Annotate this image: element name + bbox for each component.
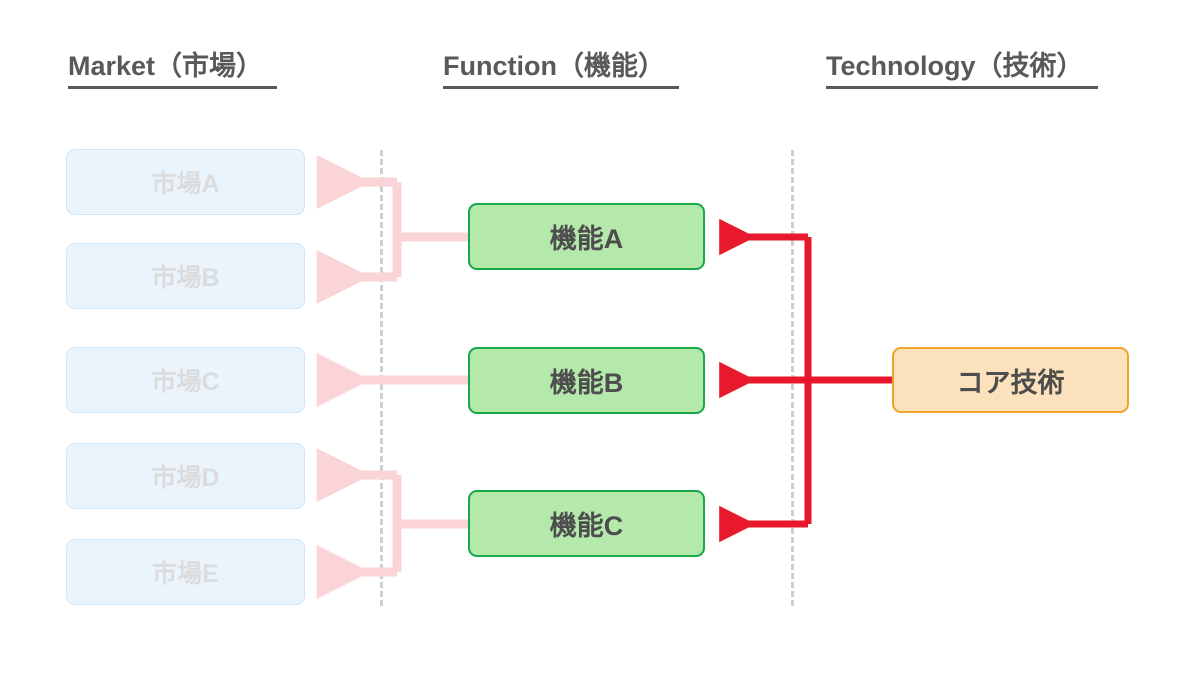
column-heading-function: Function（機能） <box>443 52 679 90</box>
function-node-b[interactable]: 機能B <box>468 347 705 414</box>
market-node-b[interactable]: 市場B <box>66 243 305 309</box>
link-functionA-to-markets <box>316 155 468 304</box>
function-node-c[interactable]: 機能C <box>468 490 705 557</box>
column-heading-market: Market（市場） <box>68 52 278 90</box>
market-node-a[interactable]: 市場A <box>66 149 305 215</box>
market-node-d[interactable]: 市場D <box>66 443 305 509</box>
link-technology-to-functions <box>719 218 892 543</box>
market-node-c[interactable]: 市場C <box>66 347 305 413</box>
divider-function-technology <box>791 150 794 606</box>
market-node-e[interactable]: 市場E <box>66 539 305 605</box>
technology-node-core[interactable]: コア技術 <box>892 347 1129 413</box>
link-functionC-to-markets <box>316 448 468 599</box>
column-heading-technology: Technology（技術） <box>826 52 1098 90</box>
function-node-a[interactable]: 機能A <box>468 203 705 270</box>
divider-market-function <box>380 150 383 606</box>
